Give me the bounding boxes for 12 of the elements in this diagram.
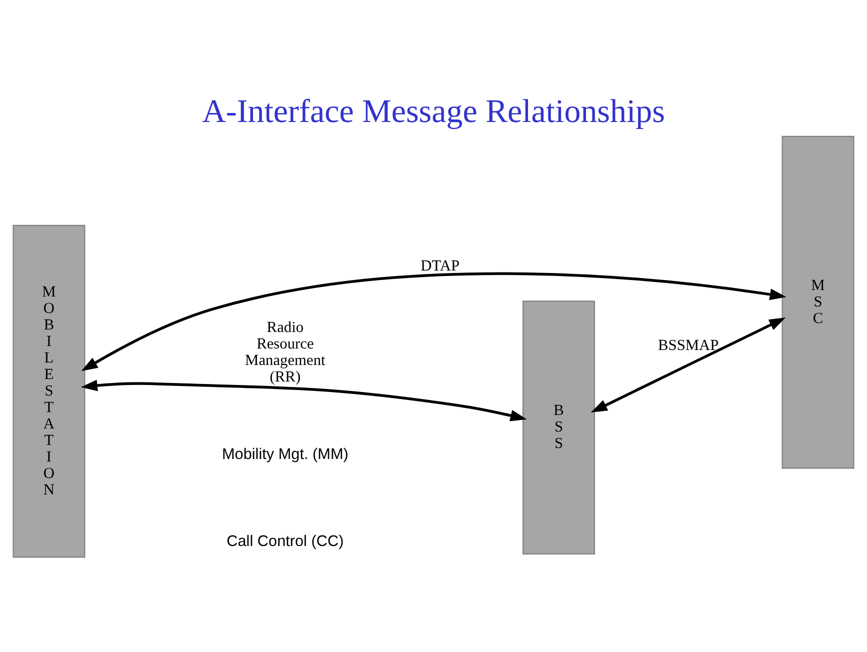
label: Mobility Mgt. (MM): [222, 446, 348, 463]
edge-label: DTAP: [420, 257, 460, 274]
arrow: [81, 272, 786, 371]
edge-label: BSSMAP: [658, 336, 719, 354]
label: Call Control (CC): [226, 532, 344, 550]
diagram-title: A-Interface Message Relationships: [202, 94, 665, 130]
arrow: [590, 317, 786, 412]
edge-label: Radio Resource Management (RR): [245, 318, 326, 386]
arrow: [80, 379, 527, 421]
node-box: M S C: [782, 135, 854, 468]
node-box: M O B I L E S T A T I O N: [12, 224, 86, 558]
node-box: B S S: [522, 300, 595, 554]
